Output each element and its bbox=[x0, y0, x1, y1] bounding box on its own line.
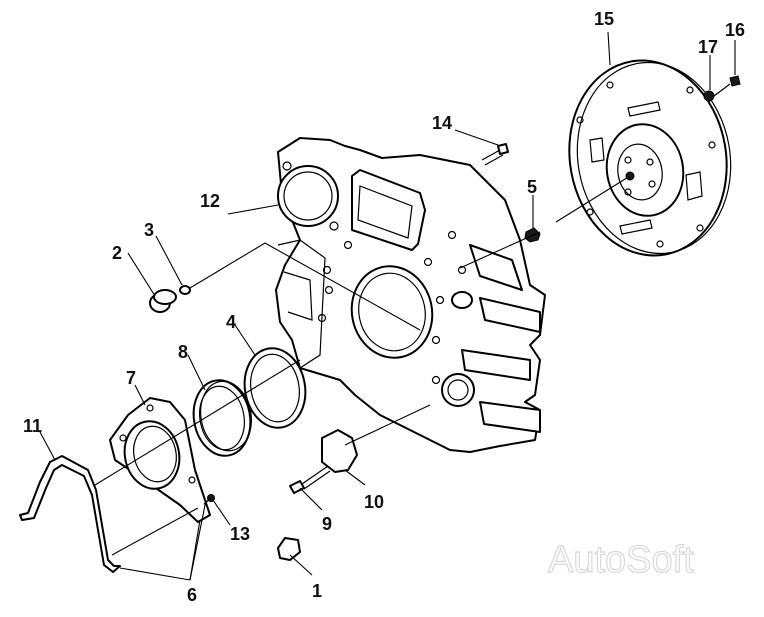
bracket bbox=[277, 537, 301, 561]
callout-9: 9 bbox=[322, 514, 332, 534]
callout-4: 4 bbox=[226, 312, 236, 332]
o-ring-small bbox=[179, 285, 191, 295]
flywheel-flexplate bbox=[568, 59, 732, 257]
callout-5: 5 bbox=[527, 177, 537, 197]
callout-10: 10 bbox=[364, 492, 384, 512]
callout-8: 8 bbox=[178, 342, 188, 362]
plug bbox=[149, 289, 177, 313]
cover-plate bbox=[321, 429, 358, 473]
callout-15: 15 bbox=[594, 9, 614, 29]
flywheel-bolt bbox=[713, 75, 741, 97]
callout-numbers: 1 2 3 4 5 6 7 8 9 10 11 12 13 14 15 16 1… bbox=[23, 9, 745, 605]
callout-3: 3 bbox=[144, 220, 154, 240]
callout-7: 7 bbox=[126, 368, 136, 388]
callout-2: 2 bbox=[112, 243, 122, 263]
callout-12: 12 bbox=[200, 191, 220, 211]
callout-1: 1 bbox=[312, 581, 322, 601]
callout-16: 16 bbox=[725, 20, 745, 40]
bolt-long bbox=[481, 143, 509, 166]
callout-11: 11 bbox=[23, 416, 42, 436]
leader-lines bbox=[39, 31, 736, 581]
flywheel-housing bbox=[275, 137, 546, 453]
callout-6: 6 bbox=[187, 585, 197, 605]
watermark-text: AutoSoft bbox=[548, 539, 694, 581]
seal-retainer bbox=[109, 397, 211, 523]
gasket bbox=[19, 455, 121, 573]
callout-17: 17 bbox=[698, 37, 718, 57]
bolt bbox=[289, 465, 331, 494]
callout-13: 13 bbox=[230, 524, 250, 544]
callout-14: 14 bbox=[432, 113, 452, 133]
washer bbox=[703, 90, 715, 102]
